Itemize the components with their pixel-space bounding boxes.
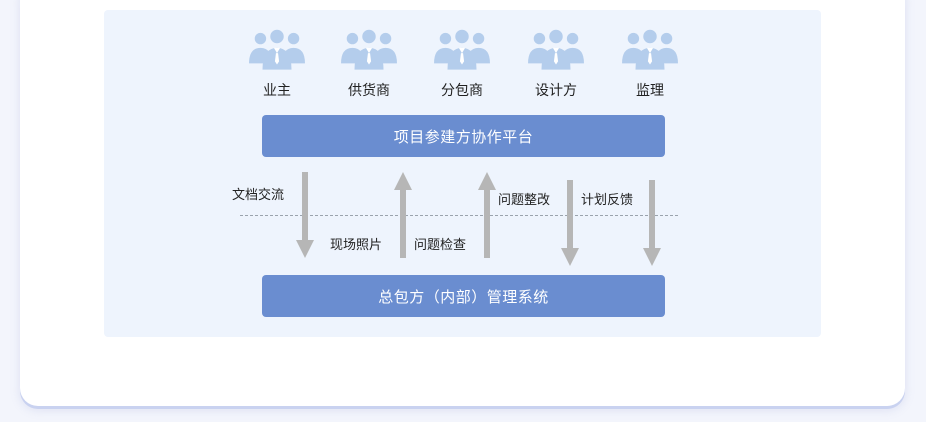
role-supplier: 供货商 xyxy=(334,28,404,100)
flow-label-site-photos: 现场照片 xyxy=(330,238,383,253)
collaboration-platform-bar: 项目参建方协作平台 xyxy=(262,115,665,157)
people-group-icon xyxy=(248,28,306,74)
up-arrow xyxy=(478,172,496,258)
internal-system-bar: 总包方（内部）管理系统 xyxy=(262,275,665,317)
people-group-icon xyxy=(433,28,491,74)
people-group-icon xyxy=(340,28,398,74)
role-subcontractor: 分包商 xyxy=(427,28,497,100)
flow-label-doc-exchange: 文档交流 xyxy=(232,188,285,203)
role-label: 分包商 xyxy=(441,83,483,99)
role-owner: 业主 xyxy=(242,28,312,100)
role-label: 设计方 xyxy=(535,83,577,99)
role-designer: 设计方 xyxy=(521,28,591,100)
role-label: 监理 xyxy=(636,83,664,99)
people-group-icon xyxy=(621,28,679,74)
down-arrow xyxy=(643,180,661,266)
role-supervisor: 监理 xyxy=(615,28,685,100)
role-label: 供货商 xyxy=(348,83,390,99)
dashed-divider xyxy=(240,215,678,216)
up-arrow xyxy=(394,172,412,258)
collaboration-platform-label: 项目参建方协作平台 xyxy=(393,127,534,146)
down-arrow xyxy=(296,172,314,258)
flow-label-plan-feedback: 计划反馈 xyxy=(581,193,634,208)
down-arrow xyxy=(561,180,579,266)
role-label: 业主 xyxy=(263,83,291,99)
flow-label-issue-check: 问题检查 xyxy=(414,238,467,253)
internal-system-label: 总包方（内部）管理系统 xyxy=(378,287,549,306)
people-group-icon xyxy=(527,28,585,74)
flow-label-issue-rectify: 问题整改 xyxy=(498,193,551,208)
